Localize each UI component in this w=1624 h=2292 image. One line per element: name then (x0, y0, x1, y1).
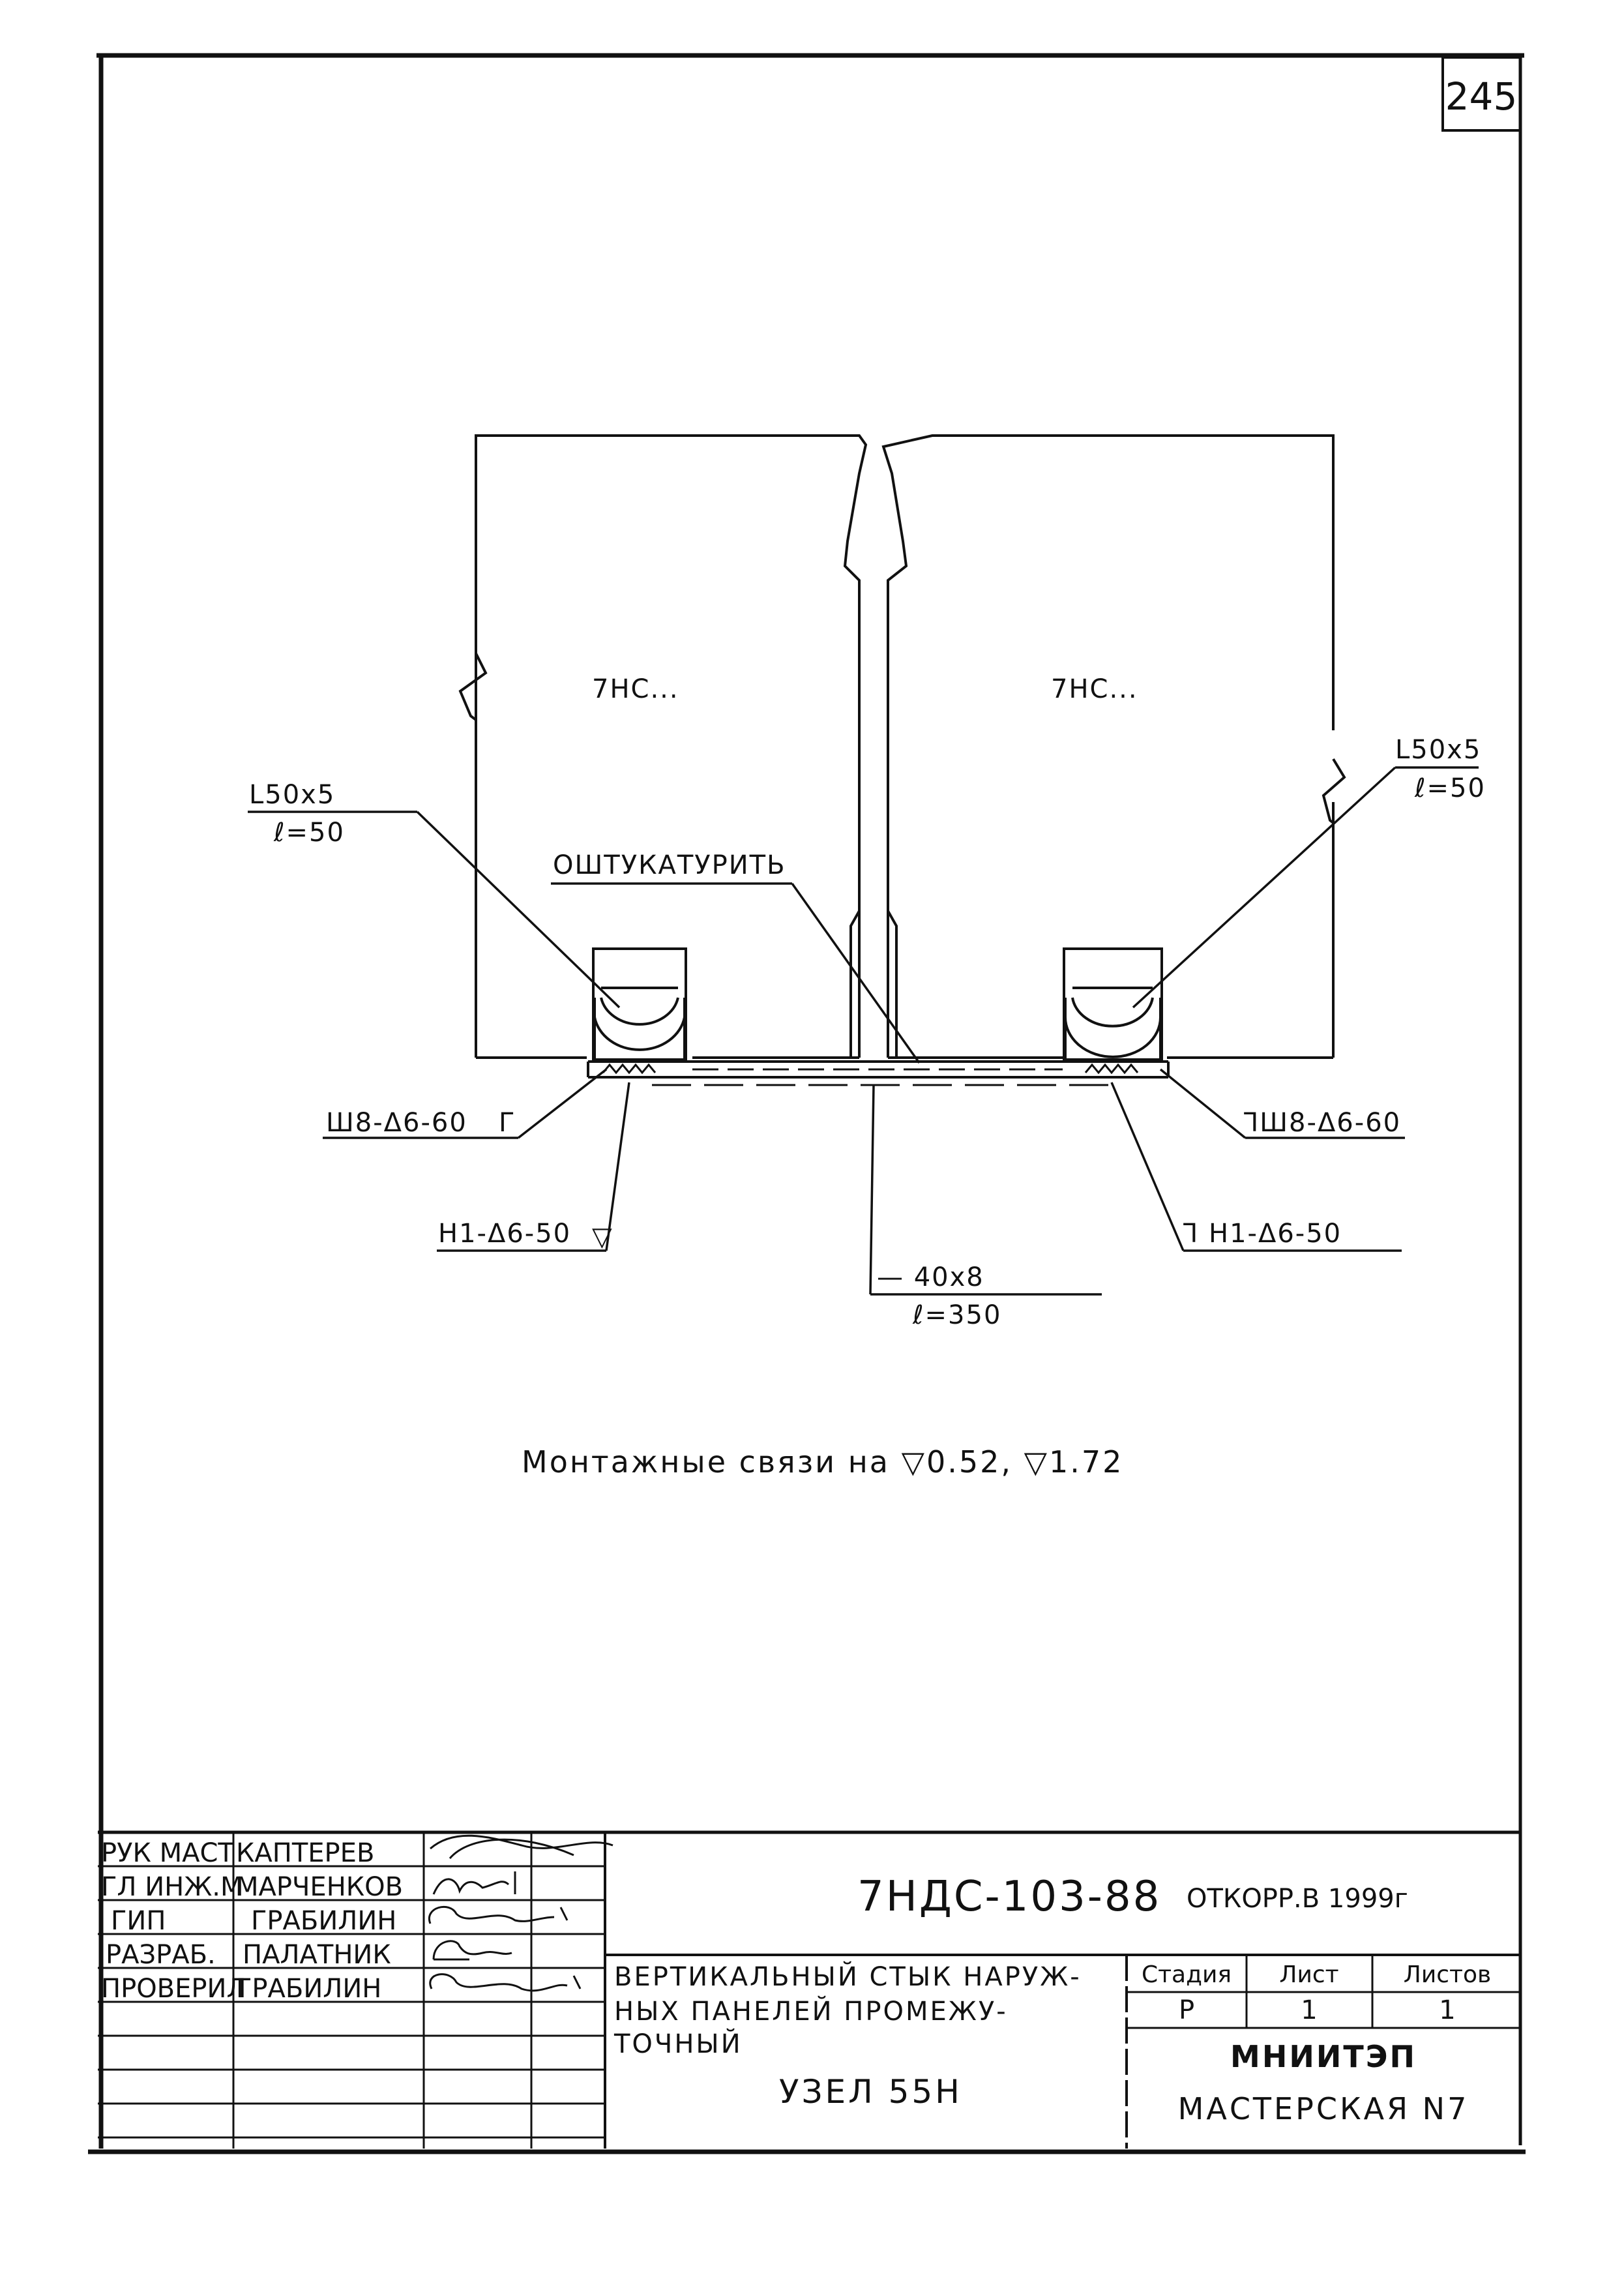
document-note: ОТКОРР.В 1999г (1187, 1884, 1408, 1914)
weld-left-mark: Г (499, 1108, 516, 1138)
role-0: РУК МАСТ (101, 1838, 234, 1868)
steel-plate (587, 1060, 1170, 1086)
weld-h-left-mark: ▽ (592, 1222, 613, 1252)
signatures (428, 1834, 613, 1992)
panel-left-outline (475, 434, 868, 1058)
break-line-left (458, 653, 488, 721)
title-line-2: НЫХ ПАНЕЛЕЙ ПРОМЕЖУ- (614, 1995, 1008, 2027)
joint-drawing (248, 434, 1479, 1296)
role-1: ГЛ ИНЖ.М (101, 1872, 243, 1902)
panel-right-outline (881, 434, 1335, 1058)
role-4: ПРОВЕРИЛ (101, 1974, 246, 2004)
name-4: ГРАБИЛИН (236, 1974, 381, 2004)
weld-left-label: Ш8-Δ6-60 (326, 1108, 467, 1138)
angle-pocket-left (592, 947, 687, 1061)
weld-h-left-label: Н1-Δ6-50 (438, 1219, 571, 1249)
leader-lines (248, 766, 1479, 1296)
angle-left-length: ℓ=50 (273, 818, 345, 848)
title-line-1: ВЕРТИКАЛЬНЫЙ СТЫК НАРУЖ- (614, 1961, 1082, 1992)
title-block (98, 1830, 1520, 2149)
sheet-number: 245 (1445, 74, 1518, 119)
angle-left-size: L50x5 (249, 780, 335, 810)
plate-size: — 40x8 (877, 1262, 984, 1292)
weld-right-label: ꓶШ8-Δ6-60 (1244, 1108, 1401, 1138)
sheets-header: Листов (1404, 1961, 1491, 1988)
plaster-note: ОШТУКАТУРИТЬ (553, 850, 786, 880)
workshop: МАСТЕРСКАЯ N7 (1178, 2091, 1469, 2126)
sheet-frame (88, 53, 1526, 2154)
name-3: ПАЛАТНИК (243, 1940, 391, 1970)
role-3: РАЗРАБ. (106, 1940, 216, 1970)
name-0: КАПТЕРЕВ (236, 1838, 374, 1868)
name-1: МАРЧЕНКОВ (236, 1872, 403, 1902)
signature-marchenkov (432, 1871, 516, 1895)
document-code: 7НДС-103-88 (857, 1873, 1161, 1921)
angle-right-size: L50x5 (1395, 735, 1481, 765)
stage-header: Стадия (1142, 1961, 1232, 1988)
signature-kapterev (430, 1834, 613, 1859)
signature-grabilin-1 (428, 1905, 568, 1924)
panel-left-label: 7НС... (592, 674, 679, 704)
title-line-3: ТОЧНЫЙ (613, 2028, 743, 2059)
sheet-header: Лист (1279, 1961, 1338, 1988)
sheet-number-box: 245 (1441, 56, 1522, 132)
organization: МНИИТЭП (1230, 2039, 1417, 2074)
signature-palatnik (432, 1940, 512, 1961)
signature-grabilin-2 (429, 1973, 582, 1992)
node-label: УЗЕЛ 55Н (779, 2073, 962, 2111)
angle-pocket-right (1063, 947, 1163, 1061)
plate-length: ℓ=350 (912, 1300, 1001, 1330)
name-2: ГРАБИЛИН (251, 1906, 396, 1936)
role-2: ГИП (111, 1906, 166, 1936)
sheet-value: 1 (1301, 1995, 1317, 2025)
weld-h-right-label: ꓶ Н1-Δ6-50 (1183, 1219, 1342, 1249)
stage-value: Р (1179, 1995, 1194, 2025)
break-line-right (1321, 758, 1346, 824)
panel-right-label: 7НС... (1051, 674, 1138, 704)
sheets-value: 1 (1439, 1995, 1455, 2025)
angle-right-length: ℓ=50 (1414, 773, 1486, 803)
title-block-text: РУК МАСТ КАПТЕРЕВ ГЛ ИНЖ.М МАРЧЕНКОВ ГИП… (101, 1838, 1491, 2126)
joint-filler (849, 910, 898, 1058)
drawing-labels: 7НС... 7НС... L50x5 ℓ=50 L50x5 ℓ=50 ОШТУ… (249, 674, 1486, 1480)
drawing-caption: Монтажные связи на ▽0.52, ▽1.72 (522, 1444, 1123, 1480)
